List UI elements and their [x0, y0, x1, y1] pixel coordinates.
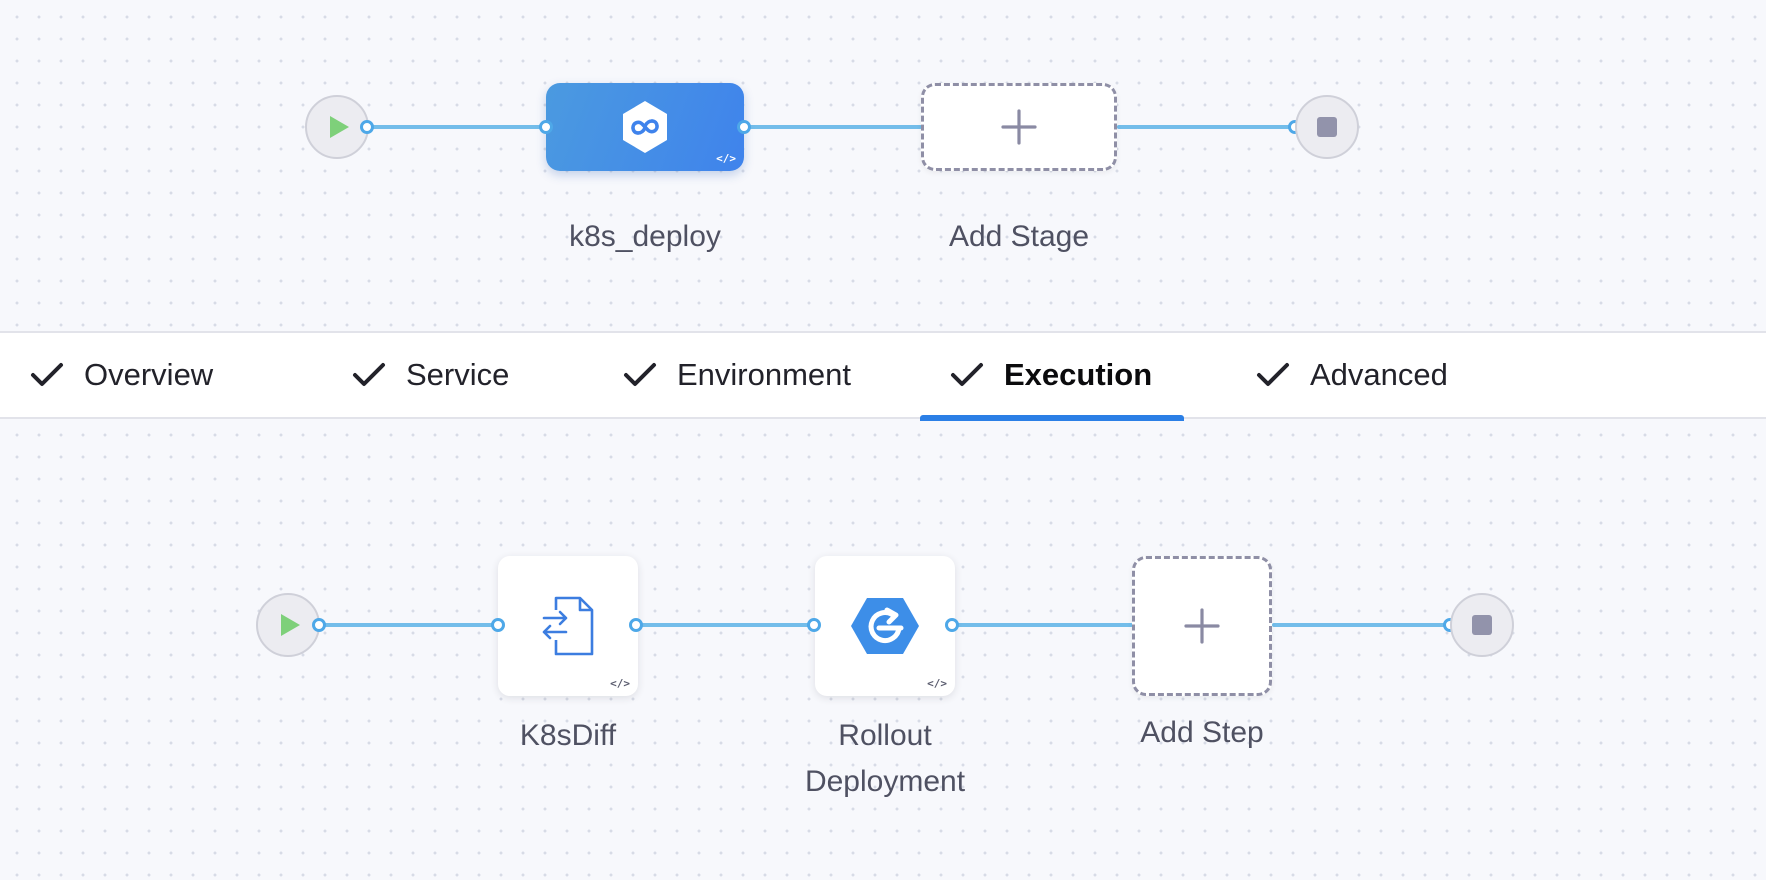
step-output-port[interactable]: [629, 618, 643, 632]
step-connector-1: [318, 623, 498, 627]
stage-node-k8s-deploy[interactable]: </>: [546, 83, 744, 171]
add-stage-label: Add Stage: [948, 220, 1090, 253]
active-tab-indicator: [920, 415, 1184, 421]
pipeline-end-node: [1295, 95, 1359, 159]
stage-connector-3: [1117, 125, 1294, 129]
play-icon: [281, 614, 300, 636]
execution-start-node: [256, 593, 320, 657]
step-output-port[interactable]: [945, 618, 959, 632]
step-label-line-2: Deployment: [804, 765, 966, 798]
tab-label: Advanced: [1310, 357, 1448, 392]
stage-input-port[interactable]: [539, 120, 553, 134]
tab-label: Overview: [84, 357, 214, 392]
step-label: K8sDiff: [519, 719, 617, 752]
step-label-line-1: Rollout: [838, 719, 932, 752]
start-output-port[interactable]: [360, 120, 374, 134]
tab-label: Execution: [1004, 357, 1153, 392]
add-stage-button[interactable]: [921, 83, 1117, 171]
step-node-k8sdiff[interactable]: </>: [498, 556, 638, 696]
tab-environment[interactable]: Environment: [623, 333, 851, 417]
step-input-port[interactable]: [807, 618, 821, 632]
yaml-code-icon: </>: [927, 677, 947, 690]
step-connector-2: [634, 623, 816, 627]
step-input-port[interactable]: [491, 618, 505, 632]
start-output-port[interactable]: [312, 618, 326, 632]
tab-service[interactable]: Service: [352, 333, 509, 417]
k8s-diff-icon: [540, 596, 594, 656]
deploy-stage-icon: [623, 101, 667, 153]
tab-label: Environment: [677, 357, 852, 392]
tab-label: Service: [406, 357, 510, 392]
stage-connector-1: [367, 125, 547, 129]
execution-end-node: [1450, 593, 1514, 657]
yaml-code-icon: </>: [610, 677, 630, 690]
check-icon: [624, 363, 656, 386]
tab-overview[interactable]: Overview: [30, 333, 213, 417]
check-icon: [31, 363, 63, 386]
check-icon: [1257, 363, 1289, 386]
stage-label: k8s_deploy: [569, 220, 721, 253]
plus-icon: [1184, 608, 1220, 644]
plus-icon: [1001, 109, 1037, 145]
check-icon: [951, 363, 983, 386]
add-step-button[interactable]: [1132, 556, 1272, 696]
rollout-deployment-icon: [851, 598, 919, 654]
add-step-label: Add Step: [1140, 716, 1264, 749]
step-node-rollout-deployment[interactable]: </>: [815, 556, 955, 696]
stage-output-port[interactable]: [737, 120, 751, 134]
check-icon: [353, 363, 385, 386]
play-icon: [330, 116, 349, 138]
stop-icon: [1472, 615, 1492, 635]
stop-icon: [1317, 117, 1337, 137]
stage-connector-2: [746, 125, 922, 129]
step-connector-3: [950, 623, 1133, 627]
yaml-code-icon: </>: [716, 152, 736, 165]
tab-advanced[interactable]: Advanced: [1256, 333, 1448, 417]
stage-config-tabs: Overview Service Environment Execution A…: [0, 331, 1766, 421]
step-connector-4: [1272, 623, 1452, 627]
tab-execution[interactable]: Execution: [950, 333, 1152, 417]
